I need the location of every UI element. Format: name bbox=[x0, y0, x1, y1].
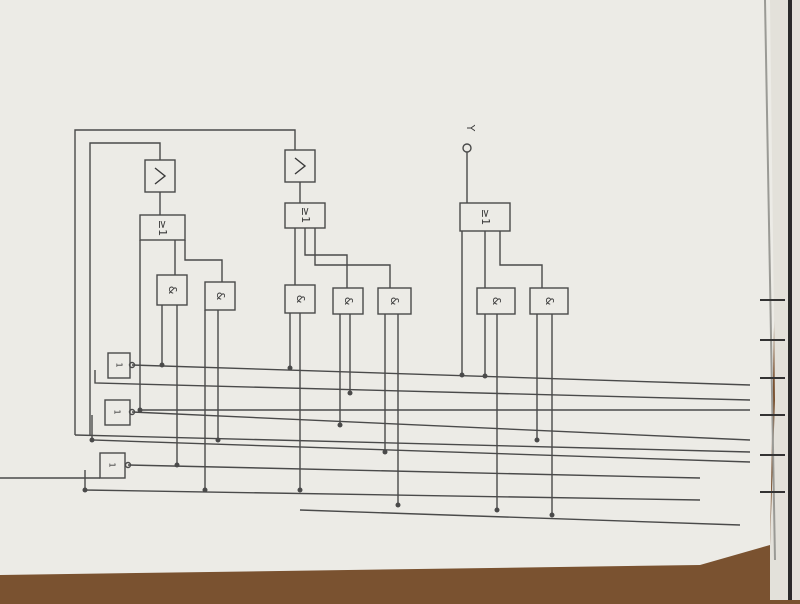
or1-to-and2-wire bbox=[184, 240, 223, 285]
or2-to-and4-wire bbox=[304, 228, 348, 288]
or-gate-1-label: ≥1 bbox=[156, 220, 169, 236]
or-gate-1 bbox=[139, 214, 186, 241]
feedback-wire-outer bbox=[74, 129, 296, 435]
paper-edge-line bbox=[764, 0, 776, 561]
and-gate-7-label: & bbox=[543, 297, 556, 306]
or-gate-3 bbox=[459, 202, 511, 232]
and-gate-1-label: & bbox=[166, 286, 179, 295]
notebook-ruler-ticks bbox=[760, 299, 785, 493]
inverter-gate-1-label: 1 bbox=[115, 362, 124, 367]
junction-dots bbox=[82, 362, 555, 518]
and-gate-7 bbox=[529, 287, 569, 315]
bus-a-inv bbox=[94, 370, 751, 401]
and-gate-4-label: & bbox=[342, 297, 355, 306]
and-gate-2 bbox=[204, 281, 236, 311]
inverter-gate-3-label: 1 bbox=[108, 462, 117, 467]
or-gate-2 bbox=[284, 202, 326, 229]
feedback-wire-inner bbox=[89, 142, 161, 435]
output-y-label: Y bbox=[464, 124, 477, 132]
bus-extra-3 bbox=[299, 509, 741, 526]
bus-b bbox=[131, 411, 751, 441]
and-gate-3-label: & bbox=[294, 295, 307, 304]
flipflop-block-2 bbox=[284, 149, 316, 183]
and-gate-1 bbox=[156, 274, 188, 306]
pencil-drawing bbox=[0, 129, 751, 526]
or2-to-and5-wire bbox=[314, 228, 391, 288]
flipflop-block-1 bbox=[144, 159, 176, 193]
bus-extra-1 bbox=[74, 434, 751, 453]
and-gate-6-label: & bbox=[490, 297, 503, 306]
and-gate-5-label: & bbox=[388, 297, 401, 306]
and-gate-4 bbox=[332, 287, 364, 315]
inverter-gate-2-label: 1 bbox=[113, 409, 122, 414]
flipflop-1-clock-mark bbox=[154, 167, 167, 185]
and-gate-5 bbox=[377, 287, 412, 315]
and-gate-6 bbox=[476, 287, 516, 315]
bus-a bbox=[131, 364, 751, 386]
bus-c bbox=[127, 464, 701, 479]
or-gate-3-label: ≥1 bbox=[479, 209, 492, 225]
or3-to-and7-wire bbox=[499, 231, 543, 288]
and-gate-2-label: & bbox=[214, 292, 227, 301]
or-gate-2-label: ≥1 bbox=[299, 207, 312, 223]
flipflop-2-clock-mark bbox=[294, 157, 307, 175]
